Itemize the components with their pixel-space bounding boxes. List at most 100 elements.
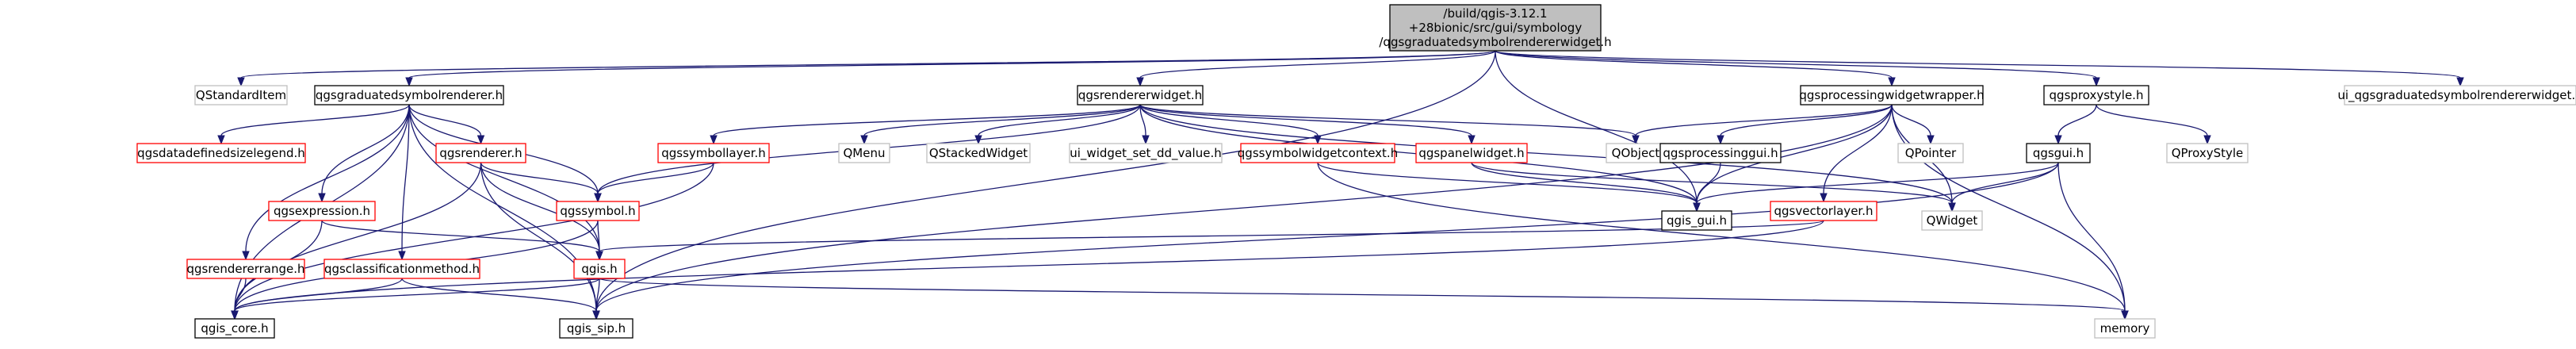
node-label: qgis_core.h	[201, 321, 268, 336]
edge-root-to-qstandarditem	[237, 50, 1496, 87]
node-label: QPointer	[1905, 146, 1957, 160]
node-qgsexpression[interactable]: qgsexpression.h	[268, 201, 376, 221]
node-label: /qgsgraduatedsymbolrendererwidget.h	[1379, 35, 1611, 49]
node-label: qgsproxystyle.h	[2050, 88, 2144, 102]
edge-arrowhead	[1948, 202, 1956, 213]
node-qgsclassificationmethod[interactable]: qgsclassificationmethod.h	[323, 259, 480, 279]
node-label: QStandardItem	[196, 88, 286, 102]
edge-arrowhead	[1888, 77, 1896, 87]
node-label: QStackedWidget	[929, 146, 1028, 160]
node-qmenu: QMenu	[838, 143, 890, 163]
node-root[interactable]: /build/qgis-3.12.1+28bionic/src/gui/symb…	[1379, 4, 1612, 52]
edge-line	[408, 104, 600, 252]
edge-qgsprocessingwidgetwrapper-to-qpointer	[1891, 104, 1935, 145]
node-qgis_core[interactable]: qgis_core.h	[194, 318, 275, 339]
node-box	[314, 85, 504, 105]
edge-qgspanelwidget-to-qwidget	[1471, 162, 1956, 213]
node-qgssymbolwidgetcontext[interactable]: qgssymbolwidgetcontext.h	[1238, 143, 1398, 163]
node-qgspanelwidget[interactable]: qgspanelwidget.h	[1415, 143, 1528, 163]
node-label: qgspanelwidget.h	[1418, 146, 1524, 160]
edge-arrowhead	[710, 135, 718, 145]
edge-arrowhead	[2054, 135, 2062, 145]
edge-line	[1139, 104, 1472, 136]
edge-qgsvectorlayer-to-qgis	[595, 220, 1824, 261]
edge-qgis-to-qgis_sip	[592, 278, 600, 320]
edge-line	[234, 278, 247, 312]
edge-arrowhead	[237, 77, 245, 87]
edge-line	[401, 104, 410, 252]
node-label: memory	[2100, 321, 2150, 336]
node-box	[2166, 143, 2249, 163]
node-qgsvectorlayer[interactable]: qgsvectorlayer.h	[1770, 201, 1877, 221]
node-box	[2026, 143, 2091, 163]
node-box	[657, 143, 770, 163]
edge-line	[599, 220, 1824, 252]
edge-arrowhead	[405, 77, 413, 87]
node-box	[926, 143, 1031, 163]
edge-line	[978, 104, 1141, 136]
node-label: qgssymbollayer.h	[661, 146, 766, 160]
edge-line	[1317, 162, 1698, 204]
node-qgis[interactable]: qgis.h	[573, 259, 626, 279]
node-box	[1921, 210, 1983, 231]
edge-line	[595, 50, 1496, 312]
edge-arrowhead	[595, 251, 603, 261]
edge-line	[408, 104, 482, 136]
edge-line	[713, 104, 1141, 136]
node-qgssymbollayer[interactable]: qgssymbollayer.h	[657, 143, 770, 163]
node-box	[323, 259, 480, 279]
node-box	[1240, 143, 1395, 163]
edge-qgsgraduatedsymbolrenderer-to-qgsdatadefinedsizelegend	[217, 104, 410, 145]
node-label: QMenu	[844, 146, 886, 160]
node-qgsrendererwidget[interactable]: qgsrendererwidget.h	[1077, 85, 1204, 105]
edge-qgsrenderer-to-qgssymbol	[480, 162, 602, 203]
node-qgsproxystyle[interactable]: qgsproxystyle.h	[2043, 85, 2149, 105]
edge-arrowhead	[1632, 135, 1640, 145]
edge-arrowhead	[2203, 135, 2211, 145]
node-box	[435, 143, 526, 163]
edge-line	[1635, 104, 1893, 136]
edge-line	[1891, 104, 2126, 312]
node-box	[559, 318, 633, 339]
edge-line	[408, 50, 1496, 79]
edge-arrowhead	[2456, 77, 2464, 87]
node-box	[573, 259, 626, 279]
node-label: qgis.h	[581, 262, 617, 276]
node-label: ui_qgsgraduatedsymbolrendererwidget.h	[2337, 88, 2576, 103]
node-box	[1606, 143, 1666, 163]
edge-line	[480, 162, 597, 312]
edge-qgsprocessingwidgetwrapper-to-qgsprocessinggui	[1717, 104, 1893, 145]
node-qgis_gui[interactable]: qgis_gui.h	[1661, 210, 1732, 231]
node-qgssymbol[interactable]: qgssymbol.h	[556, 201, 640, 221]
node-label: qgsrendererrange.h	[186, 262, 304, 276]
node-label: ui_widget_set_dd_value.h	[1070, 146, 1221, 161]
edge-line	[597, 162, 714, 194]
edge-arrowhead	[1927, 135, 1935, 145]
node-qgsprocessinggui[interactable]: qgsprocessinggui.h	[1659, 143, 1782, 163]
node-qpointer: QPointer	[1897, 143, 1964, 163]
node-qgis_sip[interactable]: qgis_sip.h	[559, 318, 633, 339]
node-qgsgraduatedsymbolrenderer[interactable]: qgsgraduatedsymbolrenderer.h	[314, 85, 504, 105]
edge-qgsgraduatedsymbolrenderer-to-qgis	[408, 104, 603, 261]
node-qgsrendererrange[interactable]: qgsrendererrange.h	[186, 259, 305, 279]
node-box	[1659, 143, 1782, 163]
node-box	[186, 259, 305, 279]
edge-qgssymbollayer-to-qgssymbol	[594, 162, 714, 203]
node-box	[194, 318, 275, 339]
edge-line	[321, 220, 600, 252]
node-label: qgsvectorlayer.h	[1774, 204, 1874, 218]
edge-root-to-qgsproxystyle	[1495, 50, 2100, 87]
edge-arrowhead	[242, 251, 250, 261]
node-label: /build/qgis-3.12.1	[1443, 6, 1547, 21]
edge-line	[595, 104, 1893, 312]
node-qgsrenderer[interactable]: qgsrenderer.h	[435, 143, 526, 163]
node-label: qgsprocessinggui.h	[1663, 146, 1778, 160]
edge-line	[2096, 104, 2208, 136]
node-ui_widget_set_dd_value: ui_widget_set_dd_value.h	[1069, 143, 1223, 163]
node-qstandarditem: QStandardItem	[194, 85, 288, 105]
node-qgsprocessingwidgetwrapper[interactable]: qgsprocessingwidgetwrapper.h	[1799, 85, 1985, 105]
node-qgsdatadefinedsizelegend[interactable]: qgsdatadefinedsizelegend.h	[136, 143, 306, 163]
node-qgsgui[interactable]: qgsgui.h	[2026, 143, 2091, 163]
edge-qgsclassificationmethod-to-qgis_core	[231, 278, 403, 320]
